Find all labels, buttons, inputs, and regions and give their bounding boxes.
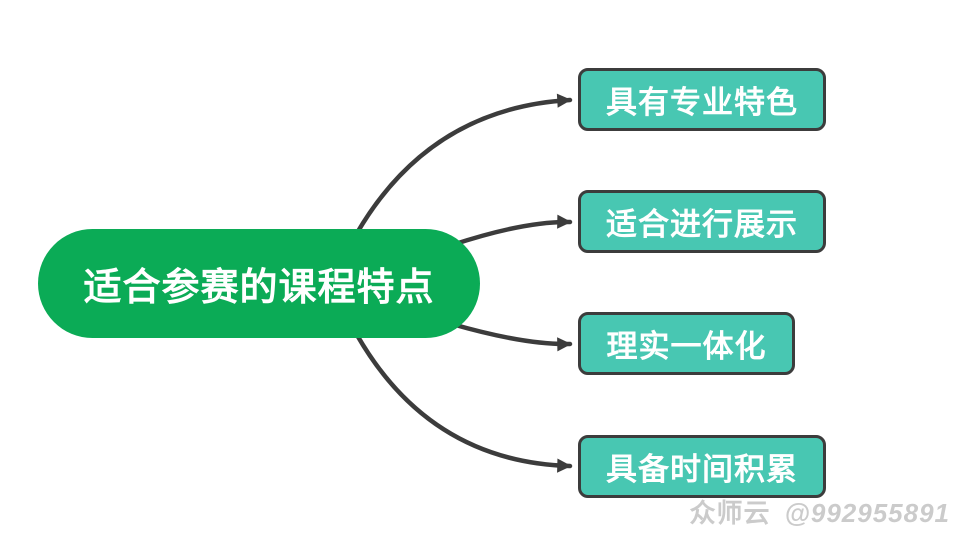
branch-node-2[interactable]: 适合进行展示 xyxy=(578,190,826,253)
watermark-id: @992955891 xyxy=(784,498,950,528)
root-node[interactable]: 适合参赛的课程特点 xyxy=(38,229,480,338)
branch-node-1-label: 具有专业特色 xyxy=(606,85,798,120)
root-node-label: 适合参赛的课程特点 xyxy=(83,267,435,309)
connector-to-branch-3 xyxy=(449,321,573,352)
connector-to-branch-1 xyxy=(354,93,573,236)
branch-node-3[interactable]: 理实一体化 xyxy=(578,312,795,375)
watermark-brand: 众师云 xyxy=(689,498,771,528)
branch-node-4[interactable]: 具备时间积累 xyxy=(578,435,826,498)
connector-to-branch-2 xyxy=(449,214,573,248)
branch-node-1[interactable]: 具有专业特色 xyxy=(578,68,826,131)
branch-node-2-label: 适合进行展示 xyxy=(606,207,798,242)
connector-to-branch-4 xyxy=(354,332,573,473)
branch-node-4-label: 具备时间积累 xyxy=(606,452,798,487)
watermark: 众师云 @992955891 xyxy=(689,493,950,530)
branch-node-3-label: 理实一体化 xyxy=(606,329,767,364)
